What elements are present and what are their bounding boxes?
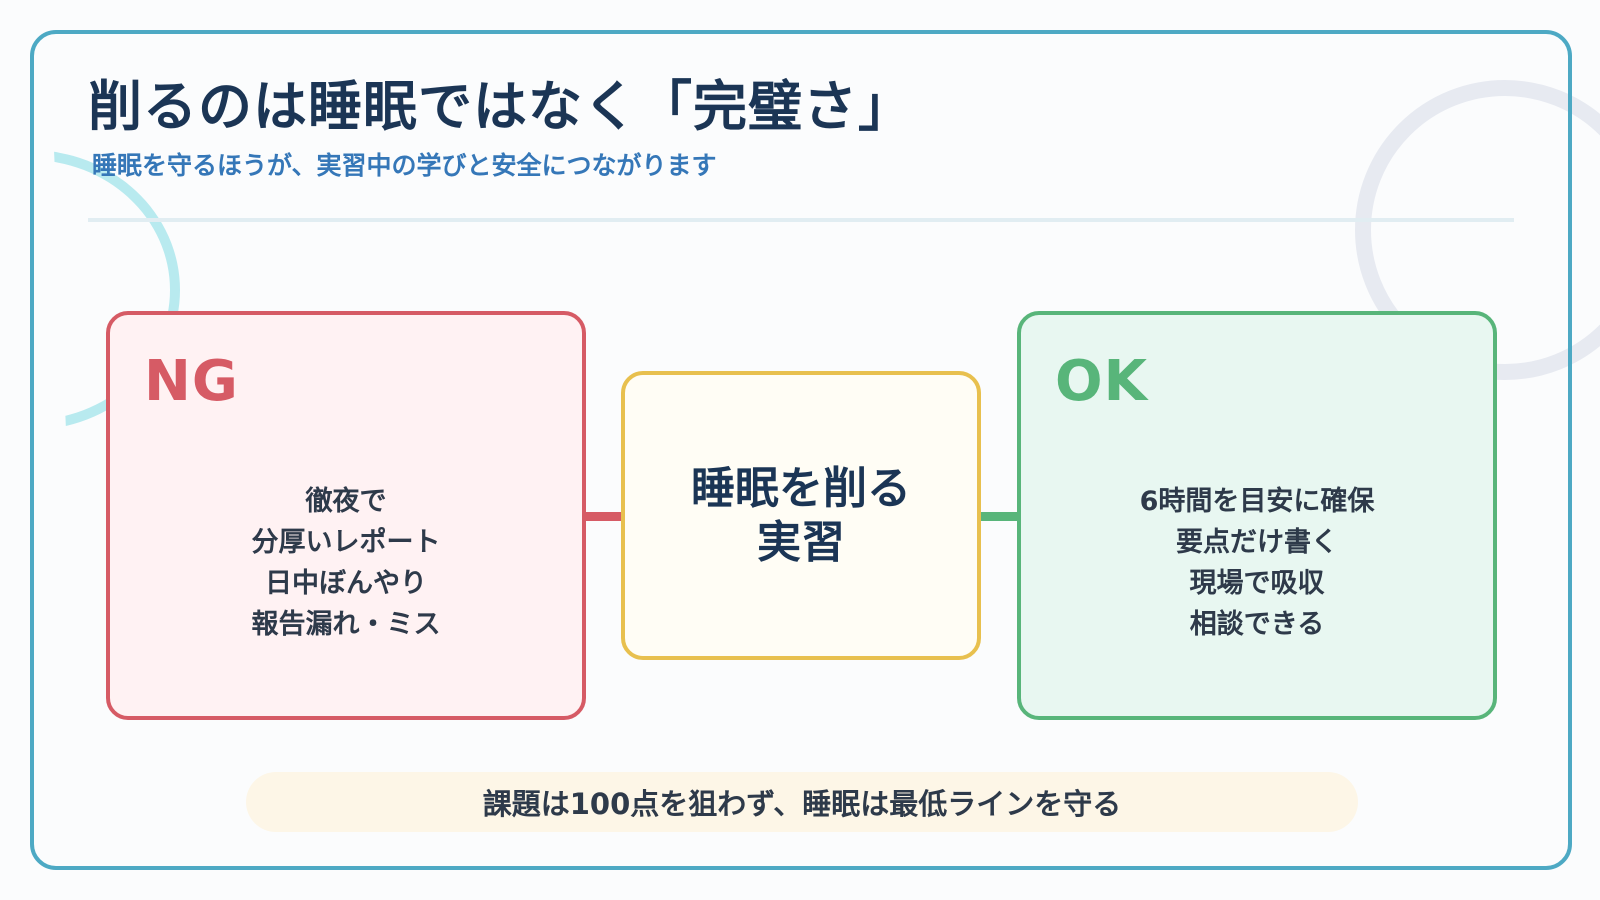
ok-item: 相談できる <box>1189 609 1325 640</box>
ng-item: 分厚いレポート <box>251 527 441 558</box>
ok-card-label: OK <box>1055 349 1148 414</box>
center-card-line: 実習 <box>757 516 845 568</box>
ok-card-items: 6時間を目安に確保 要点だけ書く 現場で吸収 相談できる <box>1021 481 1493 645</box>
ok-item: 要点だけ書く <box>1176 527 1338 558</box>
ok-connector <box>978 512 1018 521</box>
ng-card-label: NG <box>144 349 239 414</box>
slide-frame <box>30 30 1572 870</box>
footer-banner: 課題は100点を狙わず、睡眠は最低ラインを守る <box>246 772 1358 832</box>
slide-subtitle: 睡眠を守るほうが、実習中の学びと安全につながります <box>92 151 717 180</box>
ng-item: 徹夜で <box>305 486 387 517</box>
ok-item: 現場で吸収 <box>1189 568 1325 599</box>
ng-item: 報告漏れ・ミス <box>251 609 441 640</box>
slide-title: 削るのは睡眠ではなく「完璧さ」 <box>88 75 913 138</box>
ng-connector <box>583 512 623 521</box>
center-card-line: 睡眠を削る <box>691 462 911 514</box>
ng-card-items: 徹夜で 分厚いレポート 日中ぼんやり 報告漏れ・ミス <box>110 481 582 645</box>
title-divider <box>88 218 1514 222</box>
ng-card: NG 徹夜で 分厚いレポート 日中ぼんやり 報告漏れ・ミス <box>106 311 586 720</box>
ok-card: OK 6時間を目安に確保 要点だけ書く 現場で吸収 相談できる <box>1017 311 1497 720</box>
ng-item: 日中ぼんやり <box>265 568 427 599</box>
ok-item: 6時間を目安に確保 <box>1139 486 1375 517</box>
center-card: 睡眠を削る 実習 <box>621 371 981 660</box>
